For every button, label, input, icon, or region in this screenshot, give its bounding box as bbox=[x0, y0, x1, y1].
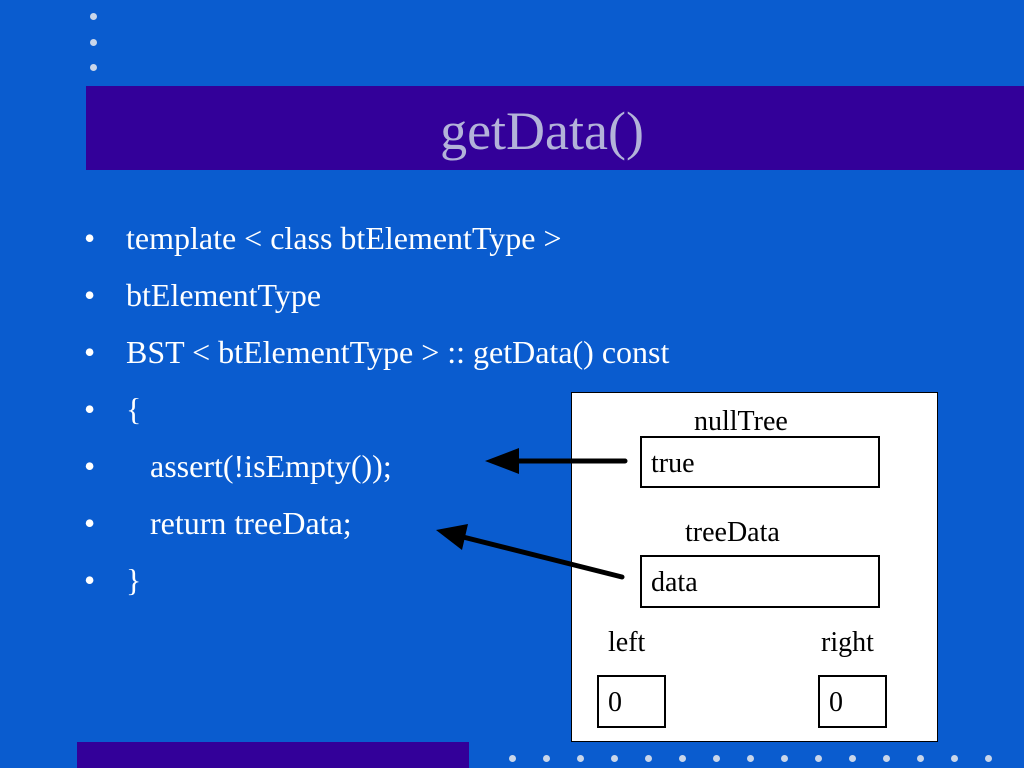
right-pointer-field: 0 bbox=[818, 675, 887, 728]
arrow-treedata-to-return bbox=[436, 524, 625, 580]
left-label: left bbox=[608, 627, 646, 658]
decor-dot bbox=[509, 755, 516, 762]
bullet-text: btElementType bbox=[126, 277, 322, 313]
decor-dot bbox=[917, 755, 924, 762]
decor-dot bbox=[90, 39, 97, 46]
bullet-text: { bbox=[126, 391, 142, 427]
null-tree-label: nullTree bbox=[694, 406, 788, 437]
decor-dot bbox=[645, 755, 652, 762]
decor-dot bbox=[747, 755, 754, 762]
decor-dot bbox=[577, 755, 584, 762]
decor-dot bbox=[985, 755, 992, 762]
footer-bar bbox=[77, 742, 469, 768]
bullet-marker: • bbox=[84, 562, 96, 598]
bullet-text: return treeData; bbox=[126, 505, 352, 541]
bullet-text: } bbox=[126, 562, 142, 598]
decor-dot bbox=[951, 755, 958, 762]
right-label: right bbox=[821, 627, 874, 658]
decor-dot bbox=[713, 755, 720, 762]
decor-dot bbox=[679, 755, 686, 762]
tree-data-field: data bbox=[640, 555, 880, 608]
bullet-marker: • bbox=[84, 505, 96, 541]
arrow-nulltree-to-assert bbox=[485, 448, 628, 474]
bullet-marker: • bbox=[84, 448, 96, 484]
decor-dot bbox=[883, 755, 890, 762]
tree-data-label: treeData bbox=[685, 517, 780, 548]
title-bar bbox=[86, 86, 1024, 170]
decor-dot bbox=[611, 755, 618, 762]
decor-dot bbox=[849, 755, 856, 762]
bullet-text: assert(!isEmpty()); bbox=[126, 448, 392, 484]
decor-dot bbox=[543, 755, 550, 762]
decor-dot bbox=[815, 755, 822, 762]
bullet-marker: • bbox=[84, 334, 96, 370]
bullet-marker: • bbox=[84, 277, 96, 313]
left-pointer-field: 0 bbox=[597, 675, 666, 728]
bullet-text: BST < btElementType > :: getData() const bbox=[126, 334, 670, 370]
decor-dot bbox=[90, 64, 97, 71]
bullet-marker: • bbox=[84, 391, 96, 427]
slide-title: getData() bbox=[440, 101, 644, 161]
bullet-text: template < class btElementType > bbox=[126, 220, 562, 256]
decor-dot bbox=[90, 13, 97, 20]
null-tree-field: true bbox=[640, 436, 880, 488]
tree-node-diagram: nullTree true treeData data left right 0… bbox=[571, 392, 938, 742]
bullet-marker: • bbox=[84, 220, 96, 256]
decor-dot bbox=[781, 755, 788, 762]
